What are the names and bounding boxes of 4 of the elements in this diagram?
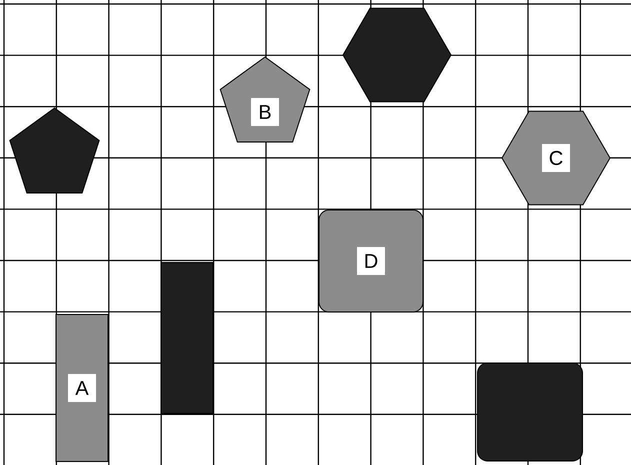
rectangle: A (56, 314, 108, 462)
rounded-square (477, 362, 583, 462)
rounded-square: D (318, 210, 424, 312)
rectangle (160, 262, 214, 414)
